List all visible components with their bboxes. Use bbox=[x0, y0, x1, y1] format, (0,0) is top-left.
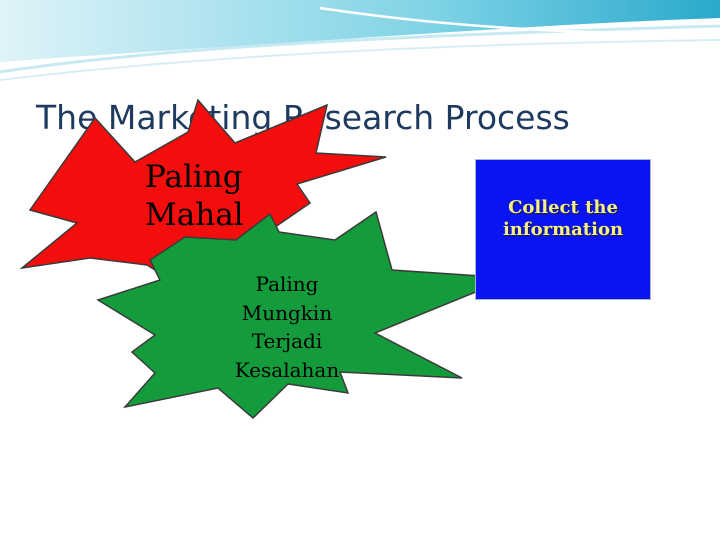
step-label-line-2: information bbox=[502, 218, 624, 240]
green-starburst bbox=[96, 210, 511, 420]
green-starburst-line-3: Terjadi bbox=[251, 329, 323, 353]
red-starburst-line-2: Mahal bbox=[145, 197, 244, 233]
header-wave-banner bbox=[0, 0, 720, 81]
header-wave-fill bbox=[0, 0, 720, 62]
green-starburst-line-4: Kesalahan bbox=[234, 357, 340, 382]
step-label-line-1: Collect the bbox=[508, 196, 618, 218]
red-starburst-line-1: Paling bbox=[145, 159, 243, 195]
collect-information-step-label: Collect the information bbox=[503, 197, 623, 241]
header-wave-line-2 bbox=[0, 39, 720, 81]
green-starburst-label: Paling Mungkin Terjadi Kesalahan bbox=[212, 270, 362, 384]
collect-information-step-box: Collect the information bbox=[475, 159, 651, 300]
green-starburst-line-2: Mungkin bbox=[241, 300, 333, 325]
header-wave-line-3 bbox=[319, 6, 720, 36]
green-starburst-line-1: Paling bbox=[255, 272, 319, 296]
red-starburst-label: Paling Mahal bbox=[145, 158, 244, 234]
